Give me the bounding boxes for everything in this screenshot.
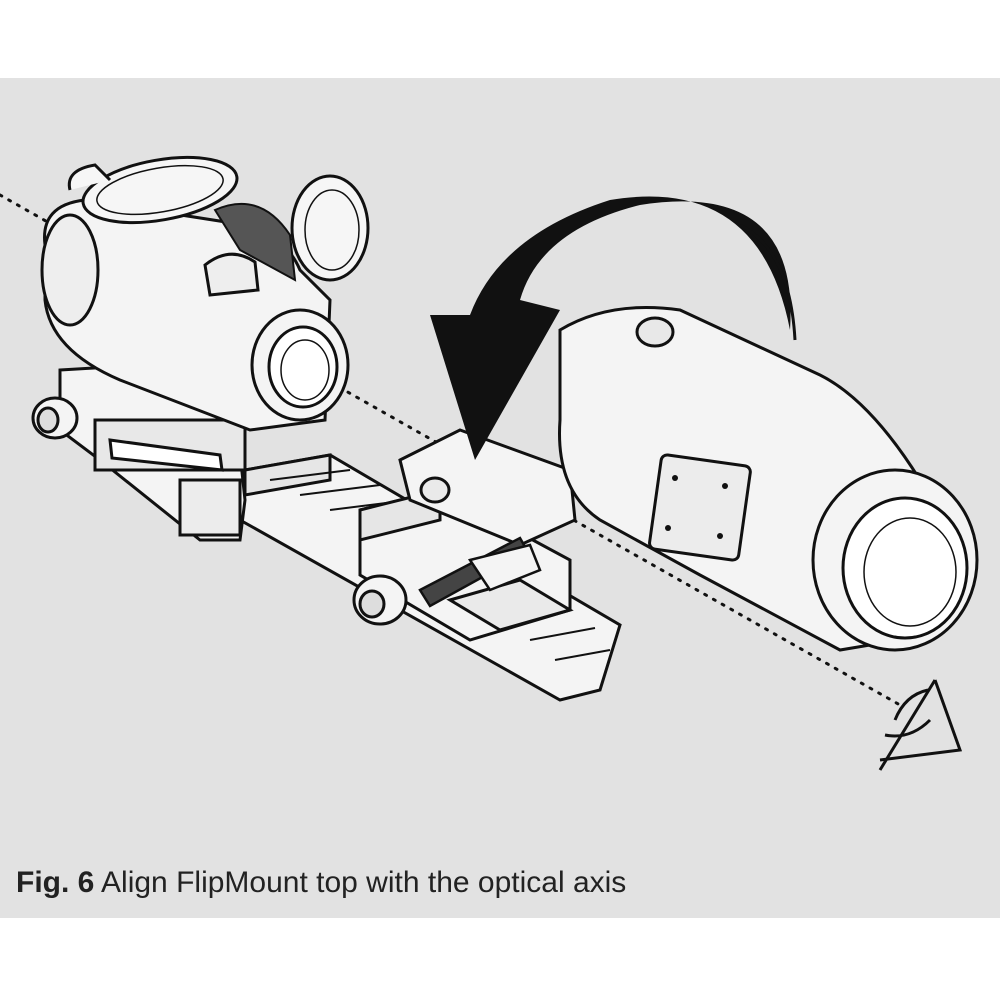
flipmount-thumb-nut — [352, 574, 408, 626]
caption-text: Align FlipMount top with the optical axi… — [101, 866, 627, 899]
flipmount-top — [398, 428, 577, 547]
red-dot-sight — [40, 198, 350, 432]
rotation-arrow-icon — [430, 196, 797, 460]
figure-caption: Fig. 6 Align FlipMount top with the opti… — [16, 866, 626, 900]
figure-number: Fig. 6 — [16, 866, 95, 899]
mount-thumb-nut — [31, 396, 79, 440]
magnifier-eyepiece — [811, 468, 979, 652]
release-lever — [418, 536, 542, 608]
front-lens-cap — [67, 155, 239, 225]
eye-icon — [878, 679, 963, 771]
rear-lens-cap — [290, 174, 370, 282]
